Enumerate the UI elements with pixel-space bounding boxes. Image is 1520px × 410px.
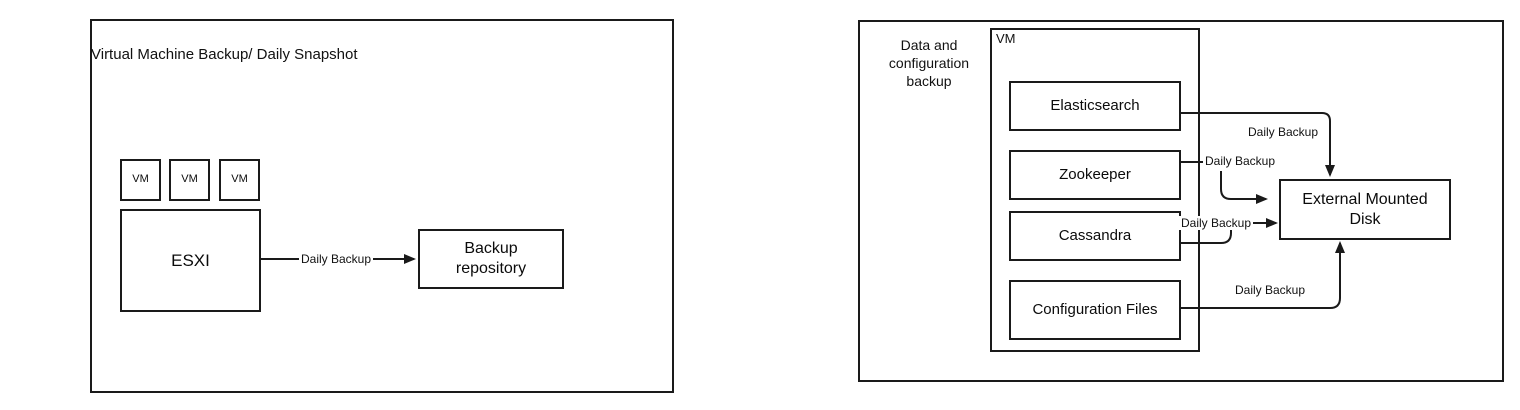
- vm-box-3-label: VM: [231, 173, 248, 186]
- external-mounted-disk-box: External Mounted Disk: [1279, 179, 1451, 240]
- vm-backup-panel: [90, 19, 674, 393]
- elasticsearch-box: Elasticsearch: [1009, 81, 1181, 131]
- vm-box-2-label: VM: [181, 173, 198, 186]
- vm-box-3: VM: [219, 159, 260, 201]
- zookeeper-label: Zookeeper: [1059, 165, 1131, 183]
- backup-repository-box: Backup repository: [418, 229, 564, 289]
- data-config-backup-label: Data and configuration backup: [888, 37, 970, 89]
- vm-box-2: VM: [169, 159, 210, 201]
- elasticsearch-label: Elasticsearch: [1050, 96, 1140, 114]
- backup-repository-label: Backup repository: [455, 240, 527, 277]
- edge-label-cassandra-daily-backup: Daily Backup: [1179, 216, 1254, 230]
- esxi-label: ESXI: [171, 250, 210, 270]
- edge-label-zookeeper-daily-backup: Daily Backup: [1203, 154, 1278, 168]
- edge-label-esxi-daily-backup: Daily Backup: [299, 252, 374, 266]
- esxi-box: ESXI: [120, 209, 261, 312]
- cassandra-box: Cassandra: [1009, 211, 1181, 261]
- external-mounted-disk-label: External Mounted Disk: [1302, 190, 1428, 228]
- configuration-files-box: Configuration Files: [1009, 280, 1181, 340]
- zookeeper-box: Zookeeper: [1009, 150, 1181, 200]
- vm-box-1: VM: [120, 159, 161, 201]
- left-panel-title: Virtual Machine Backup/ Daily Snapshot: [91, 46, 358, 63]
- vm-container-label: VM: [996, 31, 1016, 46]
- vm-box-1-label: VM: [132, 173, 149, 186]
- edge-label-configfiles-daily-backup: Daily Backup: [1233, 283, 1308, 297]
- cassandra-label: Cassandra: [1058, 226, 1132, 244]
- configuration-files-label: Configuration Files: [1032, 300, 1158, 318]
- edge-label-elasticsearch-daily-backup: Daily Backup: [1246, 125, 1321, 139]
